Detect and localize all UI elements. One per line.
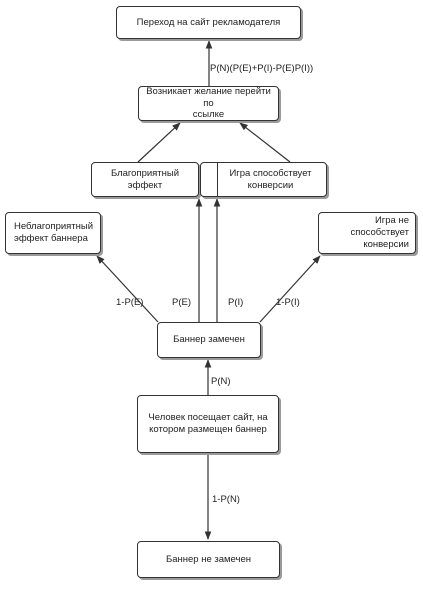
- node-go-to-advertiser-site-label: Переход на сайт рекламодателя: [136, 16, 281, 28]
- node-person-visits-site: Человек посещает сайт, на котором размещ…: [137, 395, 279, 453]
- node-go-to-advertiser-site: Переход на сайт рекламодателя: [116, 6, 301, 39]
- node-desire-to-click: Возникает желание перейти по ссылке: [138, 86, 279, 121]
- node-banner-noticed: Баннер замечен: [157, 322, 261, 358]
- edge-label-to-game-conversion: P(I): [228, 297, 244, 308]
- edge-label-to-game-no-conversion: 1-P(I): [276, 297, 300, 308]
- node-unfavorable-banner-effect: Неблагоприятный эффект баннера: [5, 212, 101, 254]
- node-unfavorable-banner-effect-line1: Неблагоприятный: [14, 221, 94, 233]
- node-desire-to-click-line1: Возникает желание перейти по: [146, 85, 271, 109]
- node-game-not-promoting-conversion: Игра не способствует конверсии: [318, 212, 416, 254]
- arrow-noticed-to-game-no-conversion: [259, 255, 321, 323]
- edge-label-to-favorable: P(E): [172, 297, 191, 308]
- node-person-visits-site-line1: Человек посещает сайт, на: [148, 412, 268, 424]
- arrow-game-conversion-to-desire: [239, 122, 291, 163]
- node-favorable-effect: Благоприятный эффект: [91, 162, 199, 197]
- node-game-promotes-conversion-line2: конверсии: [247, 179, 294, 191]
- node-person-visits-site-line2: котором размещен баннер: [149, 424, 267, 435]
- node-desire-to-click-line2: ссылке: [192, 109, 225, 121]
- arrow-noticed-to-unfavorable: [96, 255, 159, 323]
- node-game-promotes-conversion: Игра способствует конверсии: [200, 162, 327, 197]
- node-banner-not-noticed-label: Баннер не замечен: [165, 553, 251, 565]
- edge-label-to-noticed: P(N): [211, 376, 231, 387]
- arrow-favorable-to-desire: [137, 122, 181, 163]
- node-game-not-promoting-conversion-line2: конверсии: [363, 238, 409, 250]
- node-game-not-promoting-conversion-line1: Игра не способствует: [350, 215, 409, 239]
- node-banner-not-noticed: Баннер не замечен: [137, 541, 280, 578]
- node-game-promotes-conversion-line1: Игра способствует: [229, 167, 312, 179]
- node-favorable-effect-label: Благоприятный эффект: [110, 167, 180, 191]
- edge-label-to-top: P(N)(P(E)+P(I)-P(E)P(I)): [210, 63, 314, 74]
- node-banner-noticed-label: Баннер замечен: [173, 334, 245, 346]
- node-unfavorable-banner-effect-line2: эффект баннера: [14, 233, 88, 244]
- edge-label-to-not-noticed: 1-P(N): [212, 494, 240, 505]
- node-inner-divider: [217, 163, 218, 196]
- edge-label-to-unfavorable: 1-P(E): [116, 297, 144, 308]
